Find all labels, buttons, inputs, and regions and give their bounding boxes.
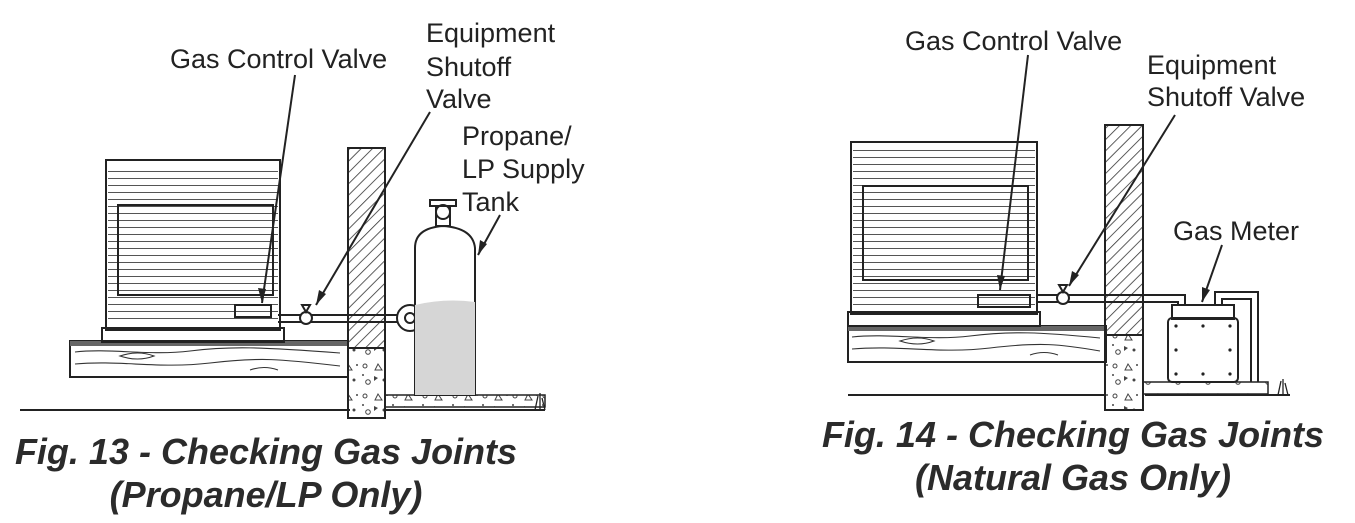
wood-floor: [847, 325, 1107, 363]
tank-pad: [384, 394, 546, 408]
exterior-wall: [1104, 124, 1144, 411]
shutoff-label-line2: Shutoff: [426, 52, 512, 82]
shutoff-label-line2: Shutoff Valve: [1147, 82, 1305, 112]
tank-label-line1: Propane/: [462, 121, 572, 151]
equipment-shutoff-valve-icon: [299, 304, 313, 325]
gas-control-valve-label: Gas Control Valve: [905, 26, 1122, 56]
fireplace-unit: [101, 159, 285, 343]
propane-tank: [414, 199, 476, 396]
fig13-caption-line1: Fig. 13 - Checking Gas Joints: [15, 431, 517, 472]
shutoff-label-line1: Equipment: [1147, 50, 1277, 80]
gas-control-valve-box: [977, 294, 1031, 308]
fireplace-unit: [847, 141, 1041, 327]
grass-tuft: [1277, 379, 1289, 396]
fig13-caption-line2: (Propane/LP Only): [110, 474, 423, 515]
leader-shutoff-valve: [315, 111, 431, 306]
shutoff-label-line3: Valve: [426, 84, 492, 114]
gas-control-valve-label: Gas Control Valve: [170, 44, 387, 74]
fig14-caption-line2: (Natural Gas Only): [915, 457, 1231, 498]
tank-label-line3: Tank: [462, 187, 520, 217]
tank-label-line2: LP Supply: [462, 154, 585, 184]
gas-control-valve-box: [234, 304, 272, 318]
leader-gas-control-valve: [261, 74, 296, 304]
figure-14: Gas Control Valve Equipment Shutoff Valv…: [822, 26, 1324, 498]
fig14-caption-line1: Fig. 14 - Checking Gas Joints: [822, 414, 1324, 455]
glass-window: [862, 185, 1029, 281]
wood-floor: [69, 340, 349, 378]
glass-window: [117, 204, 274, 296]
equipment-shutoff-valve-icon: [1056, 284, 1070, 305]
gas-meter: [1167, 304, 1239, 383]
leader-shutoff-valve: [1068, 114, 1176, 287]
gas-line: [278, 314, 400, 323]
gas-meter-label: Gas Meter: [1173, 216, 1299, 246]
exterior-wall: [347, 147, 386, 419]
leader-gas-control-valve: [999, 54, 1029, 291]
meter-pad: [1142, 381, 1269, 395]
shutoff-label-line1: Equipment: [426, 18, 556, 48]
figure-13: Gas Control Valve Equipment Shutoff Valv…: [15, 18, 585, 515]
